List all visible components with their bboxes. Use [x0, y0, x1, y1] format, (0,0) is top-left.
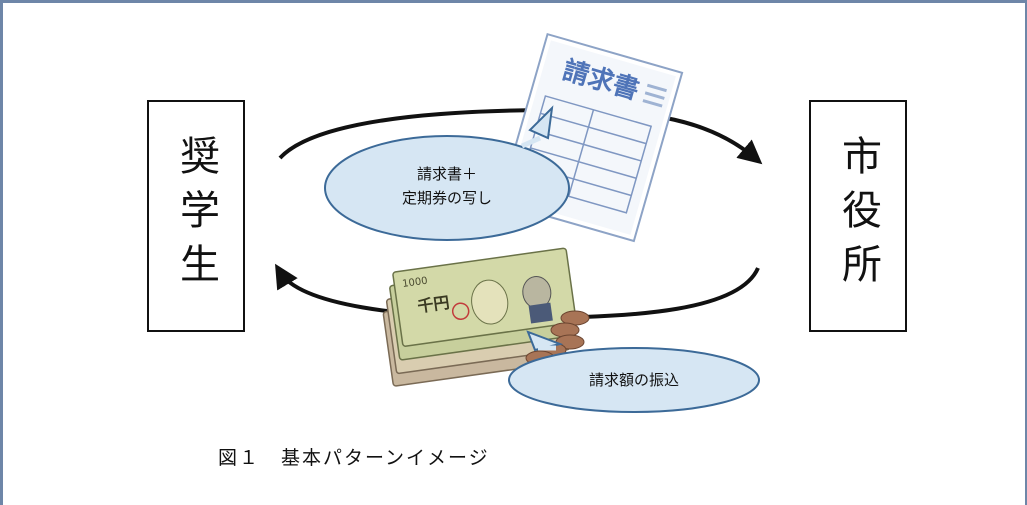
banknote-label: 千円 — [416, 293, 450, 316]
top-bubble-line2: 定期券の写し — [401, 189, 492, 207]
figure-caption: 図１ 基本パターンイメージ — [218, 447, 490, 469]
student-label: 奨学生 — [173, 135, 219, 297]
bottom-speech-bubble — [508, 330, 760, 413]
banknotes-coins-icon: 1000 千円 — [382, 247, 590, 387]
top-bubble-text: 請求書＋ 定期券の写し — [347, 162, 547, 210]
top-speech-bubble — [324, 105, 570, 241]
student-box: 奨学生 — [147, 100, 245, 332]
bottom-bubble-text: 請求額の振込 — [588, 371, 679, 389]
top-bubble-line1: 請求書＋ — [416, 165, 477, 183]
city-office-box: 市役所 — [809, 100, 907, 332]
city-office-label: 市役所 — [835, 135, 881, 297]
banknote-denomination: 1000 — [402, 276, 429, 290]
